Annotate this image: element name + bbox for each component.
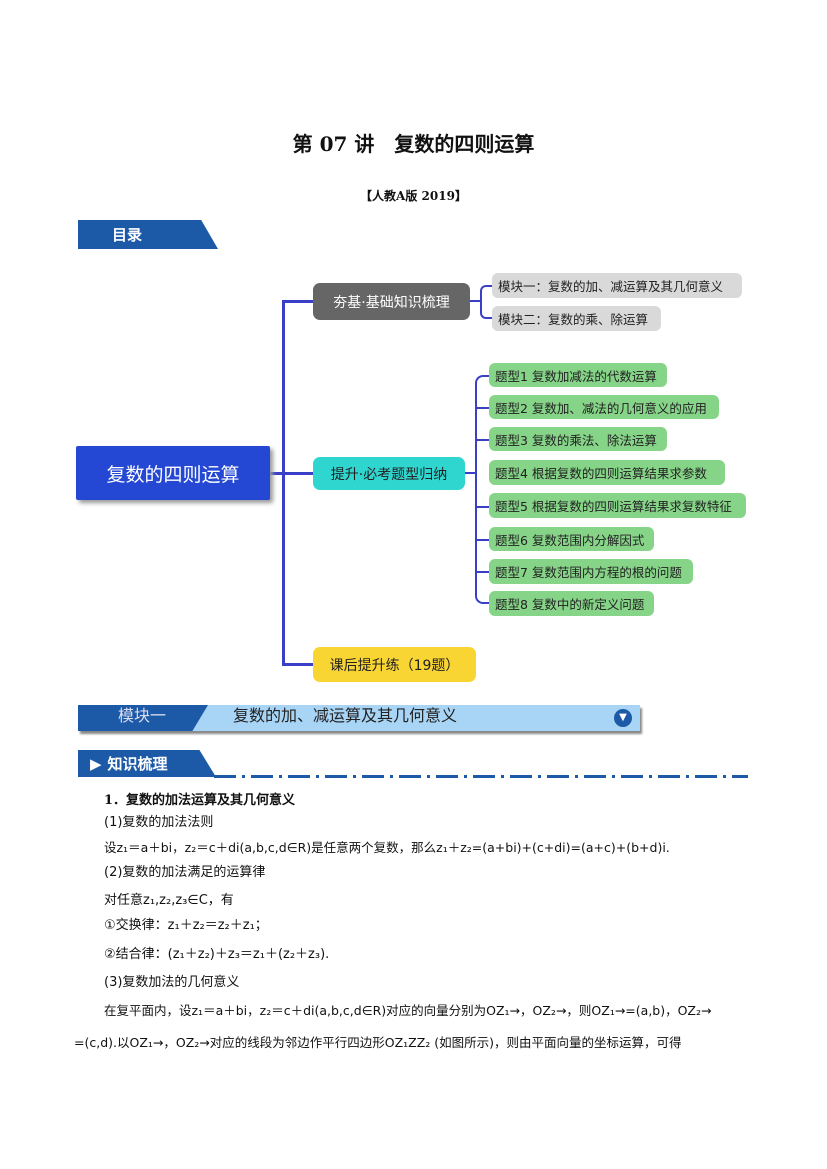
connector [470, 300, 480, 302]
item-label: 题型3 复数的乘法、除法运算 [495, 432, 657, 448]
item-label: 题型8 复数中的新定义问题 [495, 597, 645, 612]
connector [475, 506, 489, 508]
trunk-line [282, 300, 285, 665]
text-line: (3)复数加法的几何意义 [104, 975, 240, 990]
item-label: 题型7 复数范围内方程的根的问题 [495, 565, 682, 580]
type-item[interactable]: 题型5 根据复数的四则运算结果求复数特征 [489, 493, 746, 518]
item-label: 模块一：复数的加、减运算及其几何意义 [498, 279, 724, 294]
connector [270, 472, 314, 475]
module-bar: 模块一 复数的加、减运算及其几何意义 ▼ [78, 705, 640, 731]
branch-label: 夯基·基础知识梳理 [333, 294, 450, 311]
type-item[interactable]: 题型6 复数范围内分解因式 [489, 527, 654, 551]
branch-basics[interactable]: 夯基·基础知识梳理 [313, 283, 470, 320]
chevron-down-icon[interactable]: ▼ [614, 709, 632, 727]
connector [282, 300, 314, 303]
module-tag: 模块一 [78, 705, 208, 731]
type-item[interactable]: 题型4 根据复数的四则运算结果求参数 [489, 460, 725, 485]
toc-banner: 目录 [78, 220, 218, 249]
text-line: 对任意z₁,z₂,z₃∈C，有 [104, 893, 234, 908]
text-line: ②结合律：(z₁＋z₂)＋z₃＝z₁＋(z₂＋z₃). [104, 947, 330, 962]
item-label: 模块二：复数的乘、除运算 [498, 312, 649, 327]
text-line: (2)复数的加法满足的运算律 [104, 865, 266, 880]
item-label: 题型4 根据复数的四则运算结果求参数 [495, 466, 707, 481]
text-line: =(c,d).以OZ₁→，OZ₂→对应的线段为邻边作平行四边形OZ₁ZZ₂ (如… [74, 1035, 682, 1050]
connector [475, 407, 489, 409]
item-label: 题型6 复数范围内分解因式 [495, 532, 645, 548]
root-label: 复数的四则运算 [106, 463, 240, 486]
type-item[interactable]: 题型2 复数加、减法的几何意义的应用 [489, 395, 719, 419]
type-item[interactable]: 题型1 复数加减法的代数运算 [489, 363, 667, 387]
section-banner: ▶ 知识梳理 [78, 750, 216, 777]
bracket [480, 285, 492, 319]
connector [465, 472, 475, 474]
edition-label: 【人教A版 2019】 [360, 189, 467, 203]
branch-question-types[interactable]: 提升·必考题型归纳 [313, 457, 465, 490]
module-2-item[interactable]: 模块二：复数的乘、除运算 [492, 306, 661, 331]
item-label: 题型5 根据复数的四则运算结果求复数特征 [495, 499, 732, 514]
bracket [475, 375, 489, 604]
branch-practice[interactable]: 课后提升练（19题） [313, 647, 476, 682]
text-line: ①交换律：z₁＋z₂＝z₂＋z₁； [104, 918, 268, 933]
mindmap-root: 复数的四则运算 [76, 446, 270, 500]
module-title: 复数的加、减运算及其几何意义 [233, 706, 458, 725]
dashed-divider [214, 775, 748, 778]
text-line: 设z₁＝a＋bi，z₂＝c＋di(a,b,c,d∈R)是任意两个复数，那么z₁＋… [104, 840, 670, 855]
toc-label: 目录 [112, 226, 143, 244]
module-1-item[interactable]: 模块一：复数的加、减运算及其几何意义 [492, 273, 742, 298]
type-item[interactable]: 题型3 复数的乘法、除法运算 [489, 427, 667, 451]
connector [475, 571, 489, 573]
connector [475, 539, 489, 541]
heading: 1．复数的加法运算及其几何意义 [104, 793, 296, 808]
connector [475, 439, 489, 441]
branch-label: 课后提升练（19题） [329, 657, 460, 674]
type-item[interactable]: 题型7 复数范围内方程的根的问题 [489, 559, 693, 584]
section-label: 知识梳理 [107, 755, 168, 773]
text-line: 在复平面内，设z₁＝a＋bi，z₂＝c＋di(a,b,c,d∈R)对应的向量分别… [104, 1003, 712, 1018]
item-label: 题型1 复数加减法的代数运算 [495, 368, 657, 384]
item-label: 题型2 复数加、减法的几何意义的应用 [495, 400, 707, 416]
text-line: (1)复数的加法法则 [104, 815, 214, 830]
type-item[interactable]: 题型8 复数中的新定义问题 [489, 591, 654, 616]
play-icon: ▶ [90, 754, 102, 773]
page-title: 第 07 讲 复数的四则运算 [292, 132, 535, 156]
branch-label: 提升·必考题型归纳 [330, 466, 448, 483]
connector [282, 663, 314, 666]
